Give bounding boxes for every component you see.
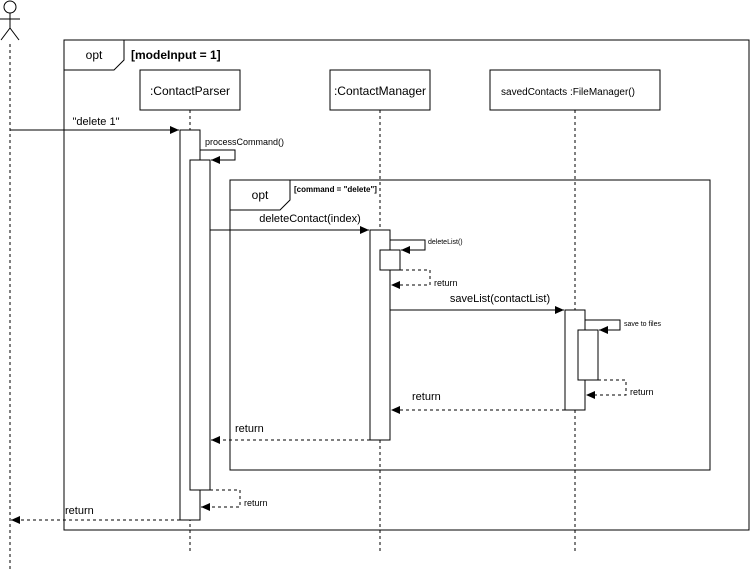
contact-manager-nested-activation <box>379 249 401 271</box>
return-delete-list: return <box>391 269 458 289</box>
file-manager-nested-activation <box>577 329 599 381</box>
return-final-label: return <box>65 505 94 517</box>
message-delete-list-label: deleteList() <box>428 239 463 246</box>
participant-contact-parser-label: :ContactParser <box>150 84 230 98</box>
message-process-command-label: processCommand() <box>205 137 284 147</box>
return-save-to-files: return <box>586 379 654 399</box>
return-process-command: return <box>201 489 268 511</box>
participant-contact-manager: :ContactManager <box>329 69 431 111</box>
message-save-list: saveList(contactList) <box>390 293 564 314</box>
participant-contact-manager-label: :ContactManager <box>334 84 426 98</box>
return-delete-list-label: return <box>434 278 458 288</box>
participant-contact-parser: :ContactParser <box>139 69 241 111</box>
contact-parser-nested-activation <box>189 159 211 491</box>
message-save-to-files: save to files <box>585 319 661 334</box>
message-delete-contact-label: deleteContact(index) <box>259 213 361 225</box>
message-save-to-files-label: save to files <box>624 321 661 328</box>
message-delete-input: "delete 1" <box>10 116 179 134</box>
return-delete-contact: return <box>211 423 370 444</box>
return-save-list-label: return <box>412 391 441 403</box>
inner-opt-guard: [command = "delete"] <box>294 185 377 194</box>
message-delete-contact: deleteContact(index) <box>210 213 369 234</box>
inner-opt-fragment: opt [command = "delete"] <box>229 179 711 471</box>
outer-opt-guard: [modeInput = 1] <box>131 48 221 62</box>
return-final: return <box>11 505 180 524</box>
actor <box>0 0 20 41</box>
message-save-list-label: saveList(contactList) <box>450 293 550 305</box>
message-process-command: processCommand() <box>200 137 284 164</box>
participant-file-manager: savedContacts :FileManager() <box>489 69 661 111</box>
participant-file-manager-label: savedContacts :FileManager() <box>501 87 635 98</box>
message-delete-input-label: "delete 1" <box>73 116 120 128</box>
outer-opt-operator: opt <box>86 48 103 62</box>
return-process-command-label: return <box>244 498 268 508</box>
return-save-list: return <box>391 391 565 414</box>
return-save-to-files-label: return <box>630 387 654 397</box>
message-delete-list: deleteList() <box>390 239 463 254</box>
outer-opt-fragment: opt [modeInput = 1] <box>63 39 750 531</box>
inner-opt-operator: opt <box>252 188 269 202</box>
return-delete-contact-label: return <box>235 423 264 435</box>
contact-manager-activation <box>369 229 391 441</box>
